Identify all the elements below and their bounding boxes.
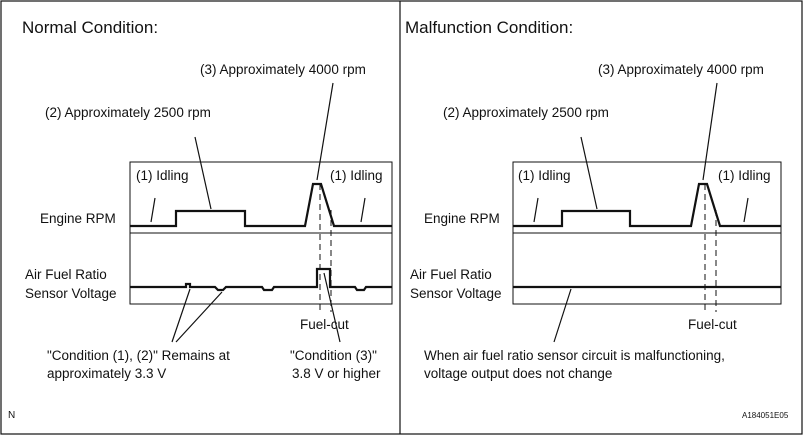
malfunction-panel: Malfunction Condition: (3) Approximately…	[405, 18, 789, 420]
pointer-malfunction	[553, 288, 572, 343]
pointer-idling-right	[360, 197, 366, 223]
note-cond3-1: "Condition (3)"	[290, 348, 377, 363]
figure-code: A184051E05	[742, 411, 789, 420]
label-4000rpm: (3) Approximately 4000 rpm	[598, 62, 764, 77]
engine-rpm-trace	[130, 182, 392, 228]
label-idling-right: (1) Idling	[718, 168, 771, 183]
normal-panel: Normal Condition: (3) Approximately 4000…	[8, 18, 393, 421]
pointer-idling-right	[743, 197, 749, 223]
normal-title: Normal Condition:	[22, 18, 158, 37]
corner-mark: N	[8, 410, 15, 421]
label-engine-rpm: Engine RPM	[40, 211, 116, 226]
label-2500rpm: (2) Approximately 2500 rpm	[45, 105, 211, 120]
label-idling-right: (1) Idling	[330, 168, 383, 183]
label-2500rpm: (2) Approximately 2500 rpm	[443, 105, 609, 120]
label-fuel-cut: Fuel-cut	[300, 317, 349, 332]
pointer-2500rpm	[194, 136, 212, 210]
pointer-4000rpm	[316, 82, 334, 181]
label-idling-left: (1) Idling	[518, 168, 571, 183]
label-afr-2: Sensor Voltage	[25, 286, 117, 301]
label-engine-rpm: Engine RPM	[424, 211, 500, 226]
engine-rpm-trace	[513, 182, 781, 228]
label-idling-left: (1) Idling	[136, 168, 189, 183]
sensor-voltage-trace	[130, 267, 392, 292]
malfunction-title: Malfunction Condition:	[405, 18, 573, 37]
label-4000rpm: (3) Approximately 4000 rpm	[200, 62, 366, 77]
note-cond12-1: "Condition (1), (2)" Remains at	[47, 348, 230, 363]
note-cond12-2: approximately 3.3 V	[47, 366, 166, 381]
note-malf-1: When air fuel ratio sensor circuit is ma…	[424, 348, 725, 363]
pointer-cond3	[323, 272, 341, 343]
pointer-idling-left	[150, 197, 156, 223]
label-afr-1: Air Fuel Ratio	[25, 267, 107, 282]
label-fuel-cut: Fuel-cut	[688, 317, 737, 332]
pointer-cond12-a	[171, 288, 191, 343]
pointer-4000rpm	[702, 82, 718, 181]
pointer-2500rpm	[580, 136, 598, 210]
pointer-cond12-b	[175, 291, 223, 343]
label-afr-2: Sensor Voltage	[410, 286, 502, 301]
label-afr-1: Air Fuel Ratio	[410, 267, 492, 282]
note-malf-2: voltage output does not change	[424, 366, 612, 381]
note-cond3-2: 3.8 V or higher	[292, 366, 381, 381]
pointer-idling-left	[533, 197, 539, 223]
